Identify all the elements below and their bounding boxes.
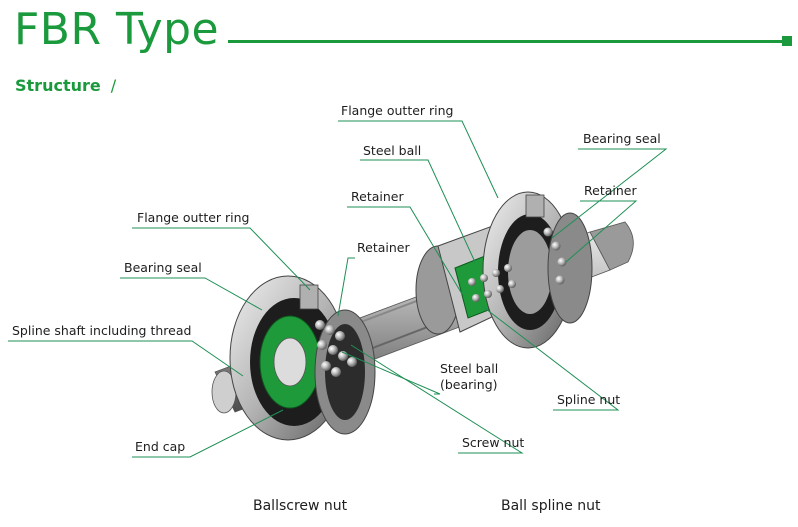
leader-retainer-right [565,200,638,263]
leader-lines [8,120,668,458]
leader-end-cap [132,409,284,458]
leader-steel-ball-top [360,159,476,263]
title-rule-end [782,36,792,46]
section-title: Structure [15,76,101,95]
page-title: FBR Type [14,4,220,55]
leader-retainer-center [347,206,463,295]
leader-steel-ball-bearing [341,351,441,395]
label-bearing-seal-left: Bearing seal [124,260,202,275]
section-separator: / [110,76,117,95]
ball-spline-nut-assembly [415,191,593,349]
leader-bearing-seal-right [551,148,668,239]
label-spline-shaft: Spline shaft including thread [12,323,192,338]
label-steel-ball-bearing-line2: (bearing) [440,377,498,392]
label-retainer-center: Retainer [351,189,404,204]
label-flange-outer-ring-top: Flange outter ring [341,103,454,118]
label-spline-nut: Spline nut [557,392,621,407]
label-bearing-seal-right: Bearing seal [583,131,661,146]
label-end-cap: End cap [135,439,186,454]
label-screw-nut: Screw nut [462,435,525,450]
leader-screw-nut [350,344,524,454]
label-flange-outer-ring-left: Flange outter ring [137,210,250,225]
label-retainer-left: Retainer [357,240,410,255]
leader-retainer-left [337,257,355,317]
caption-ball-spline-nut: Ball spline nut [501,498,601,514]
title-rule [228,40,790,43]
leader-spline-nut [481,305,620,411]
section-heading: Structure / [15,76,116,95]
ball-spline-nut-balls [468,227,567,302]
caption-ballscrew-nut: Ballscrew nut [253,498,348,514]
leader-flange-outer-ring-top [338,120,499,199]
label-retainer-right: Retainer [584,183,637,198]
leader-flange-outer-ring-left [132,227,311,291]
ballscrew-nut-assembly [229,275,376,441]
leader-spline-shaft [8,340,244,377]
ballscrew-nut-balls [315,320,357,377]
leader-bearing-seal-left [120,277,263,311]
label-steel-ball-top: Steel ball [363,143,422,158]
label-steel-ball-bearing-line1: Steel ball [440,361,499,376]
